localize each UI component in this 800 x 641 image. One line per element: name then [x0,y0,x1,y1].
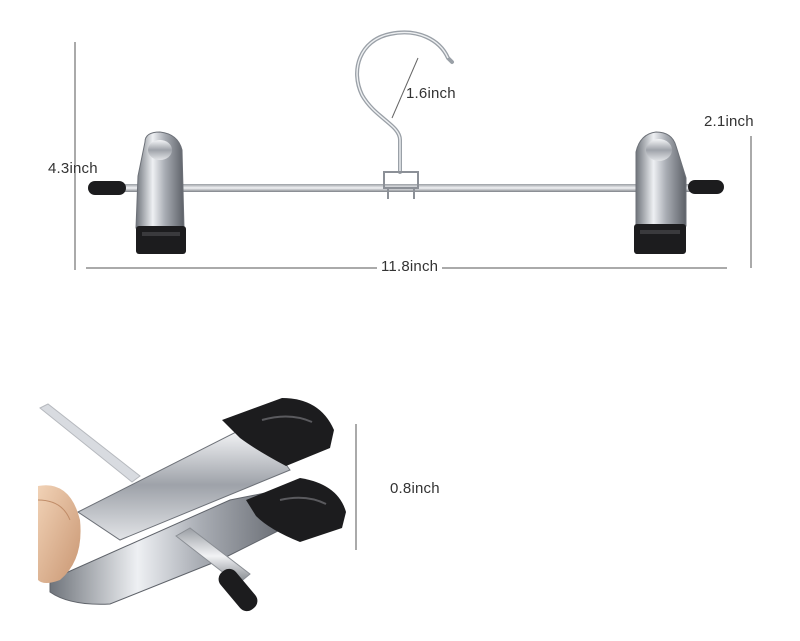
clip-closeup [37,398,357,612]
clip-opening-label: 0.8inch [390,480,440,497]
finger [38,485,81,583]
hook-dimension-line [391,57,419,119]
hook-opening-label: 1.6inch [406,85,456,102]
upper-jaw-cap [222,398,334,466]
total-height-label: 4.3inch [48,160,98,177]
left-clip [135,131,186,254]
left-end-cap [88,181,126,195]
hanger-diagram [74,30,752,270]
hanger-hook [355,30,454,174]
right-end-cap [688,180,724,194]
right-clip [634,131,687,254]
center-bracket [383,171,419,199]
total-length-label: 11.8inch [377,258,443,275]
clip-height-label: 2.1inch [704,113,754,130]
lower-jaw-cap [246,478,346,542]
rod-end-cap [218,568,258,612]
